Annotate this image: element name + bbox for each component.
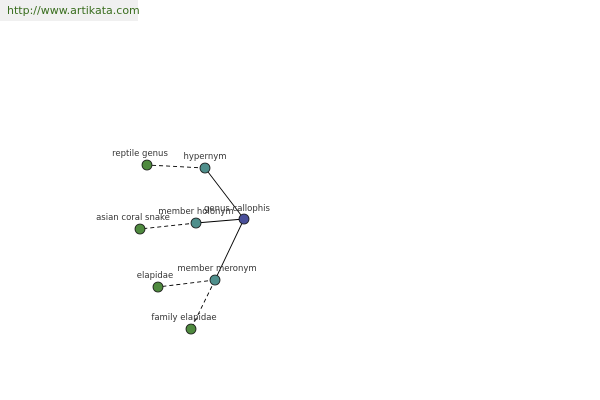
- edge-center-rel-0: [204, 167, 245, 220]
- word-elapidae-node[interactable]: [152, 281, 164, 293]
- site-url[interactable]: http://www.artikata.com: [0, 0, 140, 21]
- relation-hypernym-label[interactable]: hypernym: [183, 152, 226, 162]
- graph-edges: [139, 164, 245, 330]
- edge-center-rel-2: [214, 218, 245, 281]
- word-family-elapidae-label[interactable]: family elapidae: [151, 313, 216, 323]
- graph-nodes: [134, 159, 250, 335]
- site-url-text[interactable]: http://www.artikata.com: [7, 4, 140, 17]
- word-reptile-genus-node[interactable]: [141, 159, 153, 171]
- edge-rel-1-leaf-1: [139, 222, 197, 230]
- word-asian-coral-snake-label[interactable]: asian coral snake: [96, 213, 170, 223]
- word-asian-coral-snake-node[interactable]: [134, 223, 146, 235]
- relation-hypernym-node[interactable]: [199, 162, 211, 174]
- relation-member-holonym-label[interactable]: member holonym: [158, 207, 233, 217]
- edge-rel-2-leaf-3: [190, 279, 216, 330]
- edge-rel-0-leaf-0: [146, 164, 206, 169]
- word-reptile-genus-label[interactable]: reptile genus: [112, 149, 168, 159]
- relation-member-meronym-label[interactable]: member meronym: [177, 264, 256, 274]
- edge-rel-2-leaf-2: [157, 279, 216, 288]
- word-family-elapidae-node[interactable]: [185, 323, 197, 335]
- word-elapidae-label[interactable]: elapidae: [137, 271, 173, 281]
- relation-member-holonym-node[interactable]: [190, 217, 202, 229]
- center-word-label[interactable]: genus callophis: [204, 204, 270, 214]
- graph-labels: hypernym member holonym member meronym rept…: [96, 149, 270, 323]
- center-word-node[interactable]: [238, 213, 250, 225]
- relation-member-meronym-node[interactable]: [209, 274, 221, 286]
- edge-center-rel-1: [195, 218, 245, 224]
